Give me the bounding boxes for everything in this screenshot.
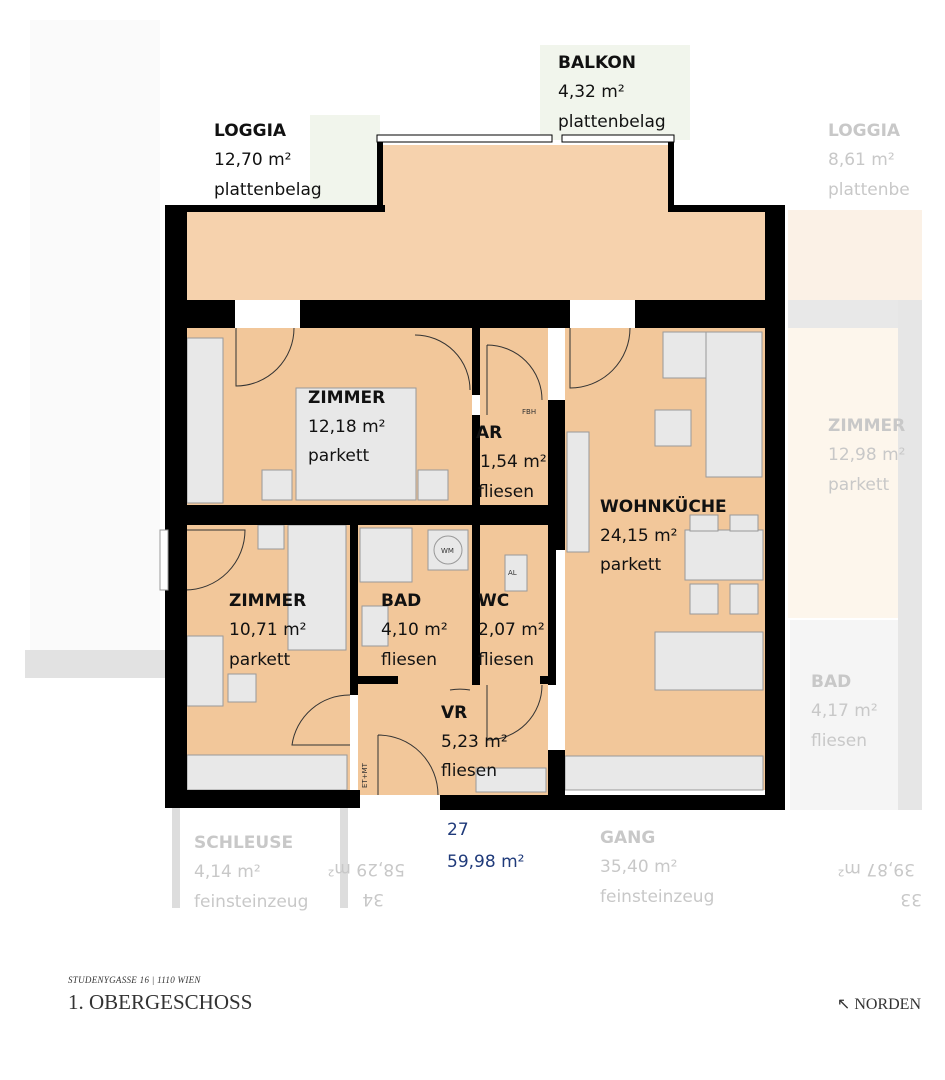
svg-text:59,98 m²: 59,98 m² [447, 852, 524, 872]
svg-text:4,32 m²: 4,32 m² [558, 82, 625, 102]
svg-text:ZIMMER: ZIMMER [308, 388, 385, 408]
svg-text:12,70 m²: 12,70 m² [214, 150, 291, 170]
loggia-floor [187, 212, 765, 300]
svg-text:fliesen: fliesen [811, 731, 867, 751]
room-labels: BALKON 4,32 m² plattenbelag LOGGIA 12,70… [214, 53, 727, 781]
svg-text:12,98 m²: 12,98 m² [828, 445, 905, 465]
svg-text:parkett: parkett [600, 555, 662, 575]
svg-text:ZIMMER: ZIMMER [828, 416, 905, 436]
svg-text:5,23 m²: 5,23 m² [441, 732, 508, 752]
neighbor-units [25, 20, 922, 908]
svg-text:33: 33 [900, 889, 922, 909]
address: STUDENYGASSE 16 | 1110 WIEN [68, 975, 201, 985]
washer-icon [433, 535, 463, 565]
svg-text:parkett: parkett [828, 475, 890, 495]
svg-text:LOGGIA: LOGGIA [828, 121, 901, 141]
fbh-label: FBH [522, 408, 536, 416]
svg-text:4,14 m²: 4,14 m² [194, 862, 261, 882]
svg-text:WC: WC [478, 591, 509, 611]
svg-text:fliesen: fliesen [441, 761, 497, 781]
al-label: AL [508, 569, 517, 577]
north-label: NORDEN [854, 996, 921, 1013]
floor-plan: WM AL FBH ET+MT BALKON 4,32 m² plattenbe… [25, 20, 922, 912]
svg-text:12,18 m²: 12,18 m² [308, 417, 385, 437]
svg-text:ZIMMER: ZIMMER [229, 591, 306, 611]
svg-text:WOHNKÜCHE: WOHNKÜCHE [600, 495, 727, 517]
svg-text:fliesen: fliesen [478, 482, 534, 502]
svg-text:24,15 m²: 24,15 m² [600, 526, 677, 546]
svg-text:58,29 m²: 58,29 m² [328, 859, 405, 879]
north-arrow-icon: ↖ [836, 996, 851, 1013]
svg-text:AR: AR [476, 423, 502, 443]
svg-text:LOGGIA: LOGGIA [214, 121, 287, 141]
svg-text:fliesen: fliesen [478, 650, 534, 670]
neighbor-labels: LOGGIA 8,61 m² plattenbe ZIMMER 12,98 m²… [194, 121, 922, 912]
svg-text:35,40 m²: 35,40 m² [600, 857, 677, 877]
svg-text:SCHLEUSE: SCHLEUSE [194, 833, 293, 853]
svg-text:BAD: BAD [381, 591, 421, 611]
svg-text:GANG: GANG [600, 828, 655, 848]
walls [165, 138, 785, 810]
svg-text:parkett: parkett [308, 446, 370, 466]
floor-title: 1. OBERGESCHOSS [68, 990, 253, 1014]
svg-text:8,61 m²: 8,61 m² [828, 150, 895, 170]
svg-text:plattenbe: plattenbe [828, 180, 910, 200]
doors [184, 327, 631, 796]
et-mt-label: ET+MT [361, 762, 369, 788]
svg-text:10,71 m²: 10,71 m² [229, 620, 306, 640]
svg-text:1,54 m²: 1,54 m² [480, 452, 547, 472]
svg-text:4,17 m²: 4,17 m² [811, 701, 878, 721]
svg-text:fliesen: fliesen [381, 650, 437, 670]
svg-text:feinsteinzeug: feinsteinzeug [194, 892, 308, 912]
svg-text:feinsteinzeug: feinsteinzeug [600, 887, 714, 907]
north-indicator: ↖ NORDEN [837, 994, 921, 1014]
svg-text:parkett: parkett [229, 650, 291, 670]
svg-text:39,87 m²: 39,87 m² [838, 859, 915, 879]
svg-text:BAD: BAD [811, 672, 851, 692]
svg-text:plattenbelag: plattenbelag [214, 180, 322, 200]
svg-text:34: 34 [362, 889, 384, 909]
unit-label: 27 59,98 m² [447, 820, 524, 872]
svg-text:BALKON: BALKON [558, 53, 636, 73]
svg-text:2,07 m²: 2,07 m² [478, 620, 545, 640]
balcony-floor [383, 145, 668, 212]
svg-text:plattenbelag: plattenbelag [558, 112, 666, 132]
washer-label: WM [441, 547, 454, 555]
svg-text:4,10 m²: 4,10 m² [381, 620, 448, 640]
svg-text:VR: VR [441, 703, 467, 723]
svg-text:27: 27 [447, 820, 469, 840]
furniture [186, 331, 764, 793]
